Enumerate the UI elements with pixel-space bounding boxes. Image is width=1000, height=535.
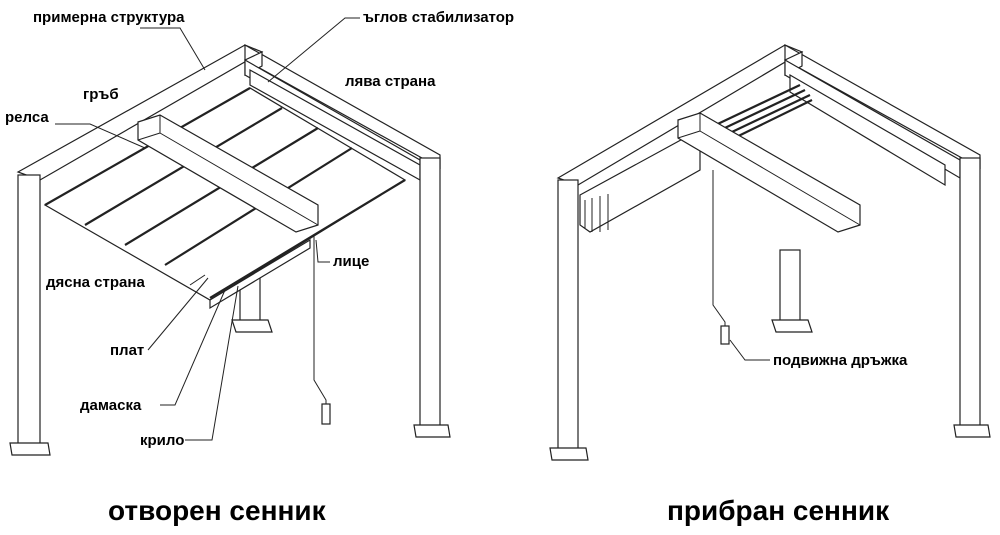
label-back: гръб [83, 86, 119, 103]
open-awning-drawing [9, 43, 451, 456]
caption-open-awning: отворен сенник [108, 495, 327, 526]
caption-closed-awning: прибран сенник [667, 495, 890, 526]
closed-awning-drawing [549, 43, 991, 461]
label-valance: дамаска [80, 397, 142, 414]
label-wing: крило [140, 432, 184, 449]
label-right-side: дясна страна [46, 274, 145, 291]
label-fabric: плат [110, 342, 144, 359]
label-corner-stabilizer: ъглов стабилизатор [363, 9, 514, 26]
label-left-side: лява страна [345, 73, 436, 90]
label-front: лице [333, 253, 369, 270]
leader-lines [55, 17, 770, 441]
label-rail: релса [5, 109, 49, 126]
label-movable-handle: подвижна дръжка [773, 352, 908, 369]
label-example-structure: примерна структура [33, 9, 185, 26]
